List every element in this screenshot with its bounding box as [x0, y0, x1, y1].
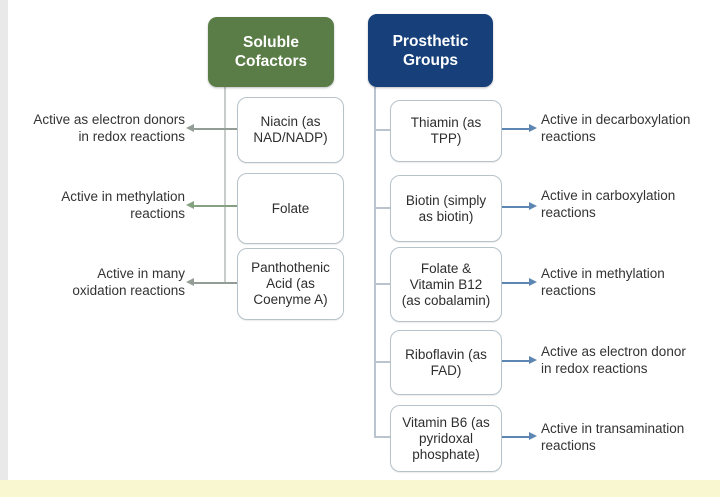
arrow-vitamin-b6: [502, 432, 537, 440]
arrow-folate-b12: [502, 278, 537, 286]
label-carboxylation: Active in carboxylation reactions: [541, 188, 676, 220]
label-redox-donors: Active as electron donors in redox react…: [33, 112, 185, 144]
label-methylation-left: Active in methylation reactions: [61, 189, 185, 221]
left-connector-trunk: [224, 87, 226, 283]
group-box-riboflavin: Riboflavin (as FAD): [390, 330, 502, 395]
arrow-thiamin: [502, 124, 537, 132]
group-box-folate-b12: Folate & Vitamin B12 (as cobalamin): [390, 247, 502, 322]
arrow-niacin: [186, 124, 238, 132]
group-box-vitamin-b6: Vitamin B6 (as pyridoxal phosphate): [390, 405, 502, 472]
stub-thiamin: [374, 129, 390, 131]
group-box-thiamin: Thiamin (as TPP): [390, 100, 502, 162]
prosthetic-groups-header: Prosthetic Groups: [368, 14, 493, 87]
cofactor-box-panthothenic: Panthothenic Acid (as Coenyme A): [237, 248, 344, 320]
soluble-cofactors-header: Soluble Cofactors: [208, 17, 334, 87]
page-left-edge: [0, 0, 8, 497]
label-decarboxylation: Active in decarboxylation reactions: [541, 112, 691, 144]
cofactor-box-folate: Folate: [237, 173, 344, 244]
group-box-biotin: Biotin (simply as biotin): [390, 175, 502, 242]
stub-riboflavin: [374, 361, 390, 363]
label-redox-donor: Active as electron donor in redox reacti…: [541, 344, 686, 376]
cofactor-box-niacin: Niacin (as NAD/NADP): [237, 97, 344, 163]
right-connector-trunk: [374, 87, 376, 437]
page-bottom-strip: [0, 480, 720, 497]
label-methylation-right: Active in methylation reactions: [541, 266, 665, 298]
stub-folate-b12: [374, 283, 390, 285]
arrow-riboflavin: [502, 356, 537, 364]
stub-biotin: [374, 207, 390, 209]
label-transamination: Active in transamination reactions: [541, 421, 685, 453]
arrow-folate: [186, 201, 238, 209]
label-oxidation: Active in many oxidation reactions: [72, 266, 185, 298]
arrow-panthothenic: [186, 278, 238, 286]
stub-vitamin-b6: [374, 436, 390, 438]
arrow-biotin: [502, 202, 537, 210]
